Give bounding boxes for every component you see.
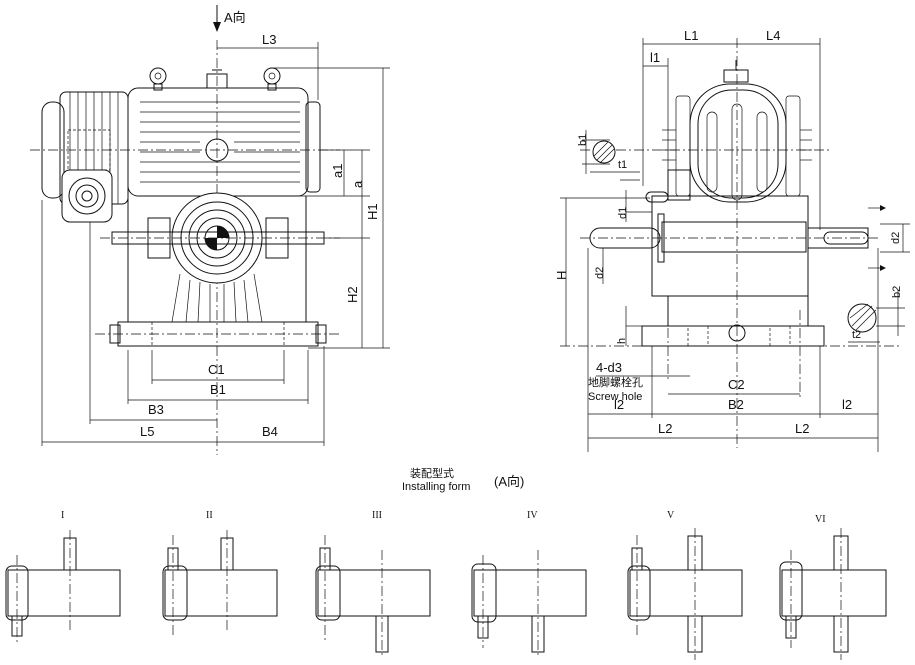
dim-H1: H1: [365, 203, 380, 220]
form-IV: IV: [471, 510, 587, 658]
form-label-II: II: [206, 510, 213, 521]
install-title-en: Installing form: [402, 481, 470, 493]
dim-l2-right: l2: [842, 397, 852, 412]
dim-C1: C1: [208, 362, 225, 377]
anchor-note-en: Screw hole: [588, 391, 642, 403]
dim-b2: b2: [891, 286, 903, 298]
form-II: II: [162, 510, 278, 635]
form-label-VI: VI: [815, 514, 826, 525]
dim-L4: L4: [766, 28, 780, 43]
dim-C2: C2: [728, 377, 745, 392]
dim-L2-left: L2: [658, 421, 672, 436]
dim-t2: t2: [852, 329, 861, 341]
form-III: III: [315, 510, 431, 658]
dim-L1: L1: [684, 28, 698, 43]
dim-H: H: [554, 271, 569, 280]
direction-a-label: A向: [224, 10, 246, 25]
form-VI: VI: [779, 514, 887, 660]
dim-b1: b1: [577, 134, 589, 146]
dim-B3: B3: [148, 402, 164, 417]
form-V: V: [627, 510, 743, 660]
dim-L5: L5: [140, 424, 154, 439]
dim-a1: a1: [330, 164, 345, 178]
dim-B1: B1: [210, 382, 226, 397]
form-label-I: I: [61, 510, 64, 521]
dim-t1: t1: [618, 159, 627, 171]
install-direction: (A向): [494, 474, 524, 489]
dim-h: h: [616, 338, 628, 344]
side-view: b1 t1 b2 t2 L1 L4 l1 d1 H d2: [554, 28, 910, 452]
dim-H2: H2: [345, 286, 360, 303]
form-I: I: [5, 510, 121, 645]
form-label-III: III: [372, 510, 382, 521]
dim-l2-left: l2: [614, 397, 624, 412]
dim-4-d3: 4-d3: [596, 360, 622, 375]
install-title-cn: 装配型式: [410, 466, 454, 480]
front-view: A向: [30, 5, 390, 455]
dim-B2: B2: [728, 397, 744, 412]
dim-L3: L3: [262, 32, 276, 47]
dim-d2-right: d2: [890, 232, 902, 244]
dim-d2-left: d2: [594, 267, 606, 279]
dim-B4: B4: [262, 424, 278, 439]
dim-l1-top: l1: [650, 50, 660, 65]
anchor-note-cn: 地脚螺栓孔: [588, 375, 643, 389]
form-label-V: V: [667, 510, 675, 521]
form-label-IV: IV: [527, 510, 538, 521]
dim-d1: d1: [617, 207, 629, 219]
dim-L2-right: L2: [795, 421, 809, 436]
installing-forms: 装配型式 Installing form (A向) I II III: [5, 466, 887, 660]
dim-a: a: [350, 180, 365, 188]
